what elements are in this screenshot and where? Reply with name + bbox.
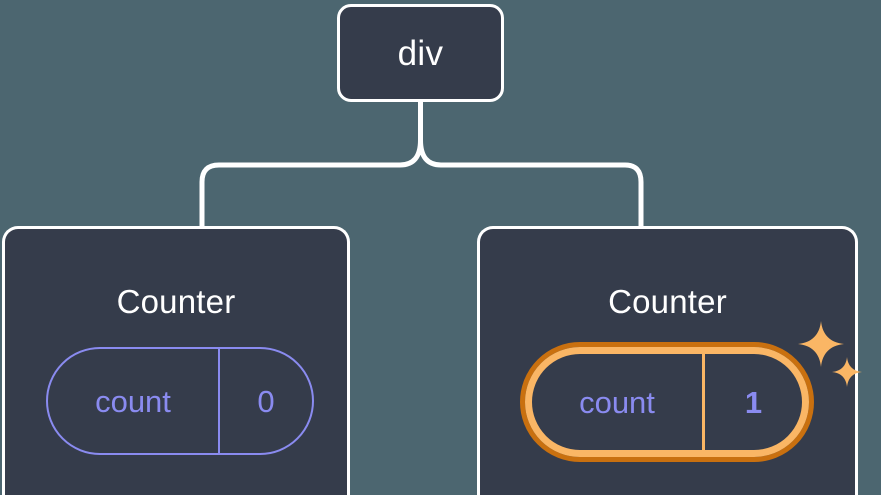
counter-right-title: Counter — [608, 283, 727, 320]
state-pill-right[interactable]: count 1 — [525, 347, 809, 457]
counter-node-right[interactable]: Counter count 1 — [477, 226, 862, 495]
div-node-label: div — [397, 33, 444, 73]
state-pill-right-highlight-ring: count 1 — [520, 342, 814, 462]
counter-left-title: Counter — [116, 283, 236, 320]
state-key-left: count — [48, 349, 220, 453]
edge-to-counter-right — [418, 137, 644, 230]
state-value-right: 1 — [744, 384, 763, 420]
div-node[interactable]: div — [337, 4, 504, 102]
counter-node-left[interactable]: Counter count 0 — [2, 226, 350, 495]
sparkle-large-icon — [798, 321, 844, 367]
edge-to-counter-left — [199, 137, 423, 230]
state-value-left: 0 — [257, 383, 275, 419]
state-pill-left[interactable]: count 0 — [46, 347, 314, 455]
state-key-right: count — [532, 354, 705, 450]
sparkle-small-icon — [832, 357, 862, 387]
